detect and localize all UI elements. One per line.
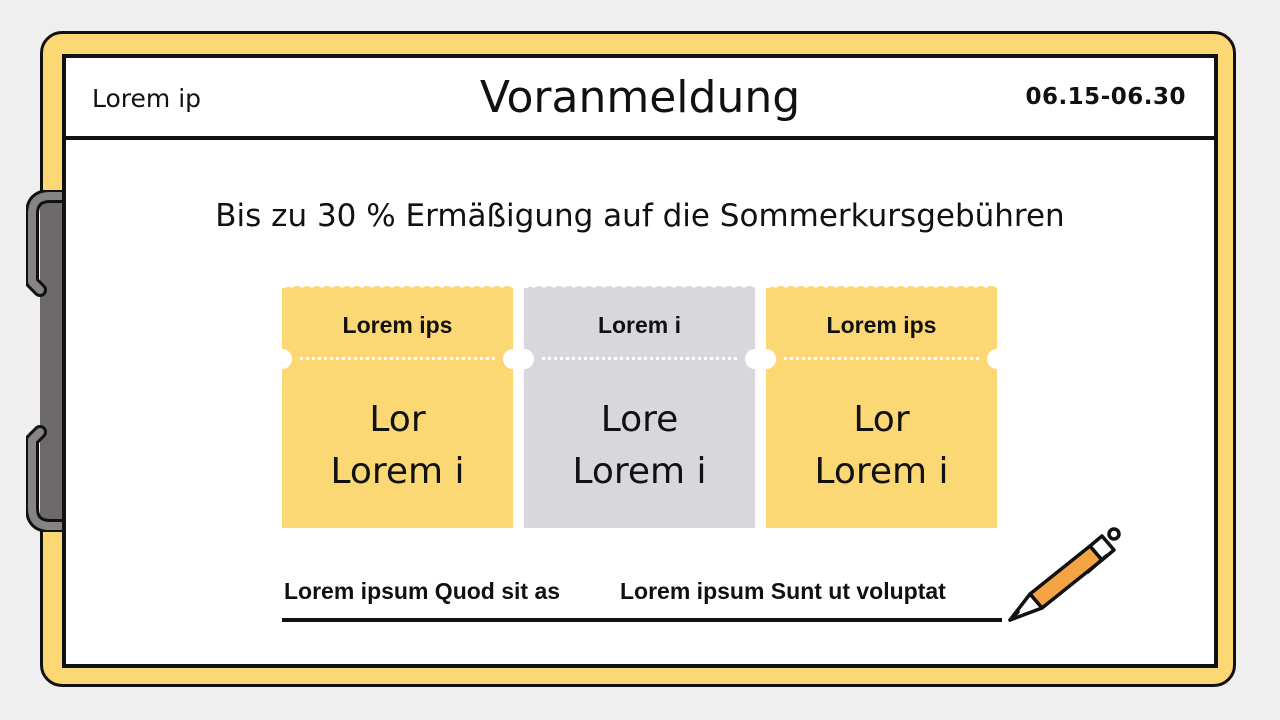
footer-right-text: Lorem ipsum Sunt ut voluptat bbox=[620, 578, 946, 604]
ticket-header: Lorem ips bbox=[826, 312, 937, 338]
zigzag-edge-icon bbox=[524, 286, 755, 292]
perforation-line bbox=[542, 357, 737, 360]
ticket-2[interactable]: Lorem i Lore Lorem i bbox=[514, 286, 765, 528]
ticket-body: Lor Lorem i bbox=[282, 394, 513, 498]
zigzag-edge-icon bbox=[766, 286, 997, 292]
header-left-label: Lorem ip bbox=[92, 84, 202, 113]
ticket-notch bbox=[272, 349, 292, 369]
ticket-header: Lorem ips bbox=[342, 312, 453, 338]
perforation-line bbox=[784, 357, 979, 360]
ticket-body: Lore Lorem i bbox=[524, 394, 755, 498]
ticket-notch bbox=[514, 349, 534, 369]
ticket-line-2: Lorem i bbox=[572, 451, 707, 492]
ticket-line-1: Lor bbox=[853, 399, 910, 440]
footer-left-text: Lorem ipsum Quod sit as bbox=[284, 578, 561, 604]
discount-subtitle: Bis zu 30 % Ermäßigung auf die Sommerkur… bbox=[215, 198, 1065, 234]
ticket-line-2: Lorem i bbox=[814, 451, 949, 492]
ticket-notch bbox=[987, 349, 1007, 369]
paper-sheet: Lorem ip Voranmeldung 06.15-06.30 Bis zu… bbox=[62, 54, 1218, 668]
ticket-line-1: Lore bbox=[600, 399, 679, 440]
ticket-3[interactable]: Lorem ips Lor Lorem i bbox=[756, 286, 1007, 528]
ticket-1[interactable]: Lorem ips Lor Lorem i bbox=[272, 286, 523, 528]
ticket-body: Lor Lorem i bbox=[766, 394, 997, 498]
page-title: Voranmeldung bbox=[479, 72, 801, 123]
ticket-line-1: Lor bbox=[369, 399, 426, 440]
perforation-line bbox=[300, 357, 495, 360]
pen-icon bbox=[1008, 527, 1121, 622]
header-bar: Lorem ip Voranmeldung 06.15-06.30 bbox=[66, 58, 1214, 140]
ticket-line-2: Lorem i bbox=[330, 451, 465, 492]
ticket-header: Lorem i bbox=[597, 312, 682, 338]
zigzag-edge-icon bbox=[282, 286, 513, 292]
ticket-notch bbox=[756, 349, 776, 369]
signature-line bbox=[282, 618, 1002, 622]
date-range: 06.15-06.30 bbox=[1025, 84, 1186, 110]
